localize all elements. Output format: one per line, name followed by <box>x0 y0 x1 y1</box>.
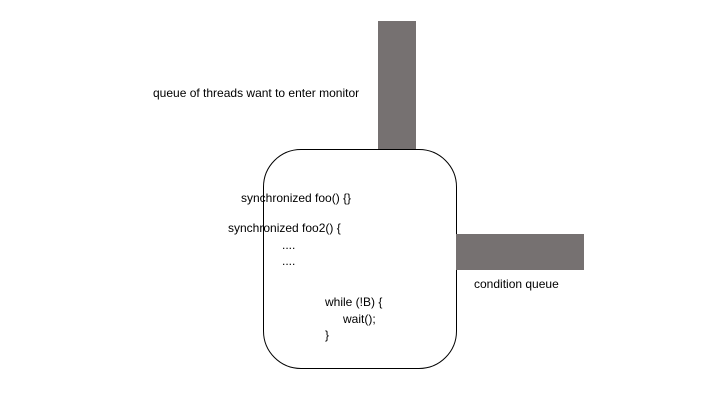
entry-queue-label: queue of threads want to enter monitor <box>153 86 360 100</box>
code-line-foo2: synchronized foo2() { <box>228 221 341 235</box>
condition-queue-label: condition queue <box>474 277 559 291</box>
code-line-ellipsis-2: .... <box>282 254 296 268</box>
code-line-wait: wait(); <box>343 312 376 326</box>
condition-queue-bar <box>456 234 584 270</box>
monitor-box <box>263 149 457 369</box>
code-line-while: while (!B) { <box>325 295 383 309</box>
code-line-foo: synchronized foo() {} <box>241 191 352 205</box>
code-line-ellipsis-1: .... <box>282 238 296 252</box>
code-line-close-brace: } <box>325 328 330 342</box>
entry-queue-bar <box>378 21 416 150</box>
